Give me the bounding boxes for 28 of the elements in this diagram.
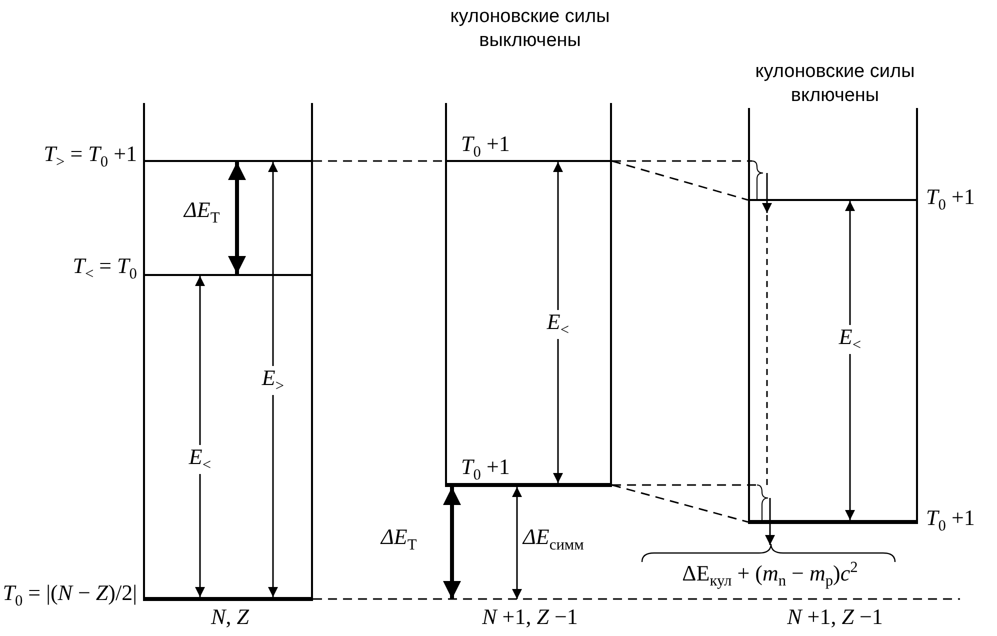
nucleus-label: N +1, Z −1 <box>482 605 578 630</box>
level-label: T$_{0}$ +1 <box>926 506 975 536</box>
dashed-connector <box>313 160 445 162</box>
formula-label: ΔE$_{кул}$ + (m$_{n}$ − m$_{p}$)c$^{2}$ <box>682 560 858 591</box>
edge-label: E$_{<}$ <box>188 445 212 474</box>
edge-label: E$_{>}$ <box>260 366 286 396</box>
energy-gap-arrow <box>228 162 246 274</box>
nucleus-label: N, Z <box>211 605 249 630</box>
energy-gap-arrow <box>553 162 563 483</box>
energy-gap-arrow <box>845 201 855 520</box>
energy-gap-arrow <box>443 487 461 599</box>
nucleus-label: N +1, Z −1 <box>787 605 883 630</box>
dashed-connector <box>612 160 748 201</box>
edge-label: E$_{<}$ <box>546 310 570 340</box>
level-label: T$_{0}$ +1 <box>461 455 510 484</box>
edge-label: E$_{<}$ <box>838 325 862 354</box>
level-label: T$_{0}$ +1 <box>461 132 510 162</box>
energy-gap-arrow <box>195 276 205 597</box>
level-label: T$_{>}$ = T$_{0}$ +1 <box>44 142 137 172</box>
dashed-connector <box>313 598 960 600</box>
level-label: T$_{0}$ +1 <box>926 185 975 214</box>
level-label: T$_{0}$ = |(N − Z)/2| <box>2 581 137 610</box>
column-heading: кулоновские силы включены <box>754 60 916 108</box>
level-label: T$_{<}$ = T$_{0}$ <box>72 254 137 284</box>
energy-gap-arrow <box>512 487 522 599</box>
column-heading: кулоновские силы выключены <box>449 5 611 52</box>
energy-gap-arrow <box>268 162 278 597</box>
dashed-connector <box>612 484 748 523</box>
